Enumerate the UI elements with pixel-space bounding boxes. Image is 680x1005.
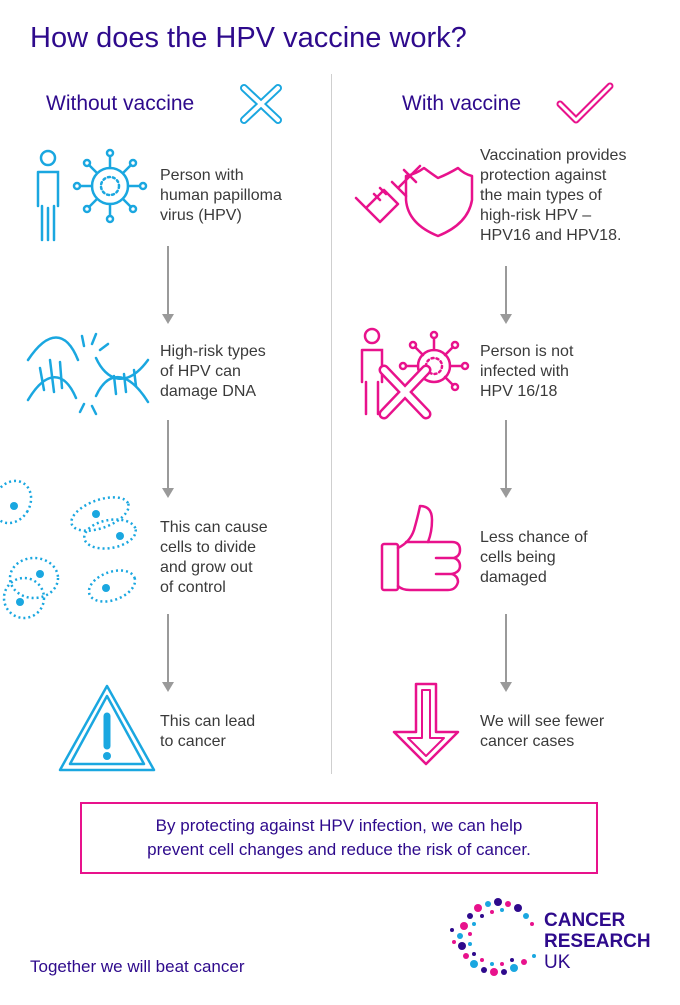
logo-wordmark: CANCER RESEARCH UK [544, 910, 651, 973]
without-step-4-text: This can lead to cancer [160, 713, 256, 750]
with-step-2-text: Person is not infected with HPV 16/18 [480, 343, 574, 400]
person-virus-icon [36, 148, 148, 242]
warning-icon [58, 684, 156, 772]
thumbs-up-icon [380, 504, 462, 592]
dividing-cells-icon [0, 479, 137, 620]
flow-arrow-icon [162, 246, 174, 324]
flow-arrow-icon [500, 266, 512, 324]
flow-arrow-icon [162, 614, 174, 692]
with-vaccine-heading: With vaccine [402, 92, 522, 115]
without-vaccine-heading: Without vaccine [46, 92, 195, 115]
flow-arrow-icon [500, 420, 512, 498]
syringe-shield-icon [354, 164, 474, 238]
cross-icon [240, 84, 282, 124]
flow-arrow-icon [500, 614, 512, 692]
with-step-3-text: Less chance of cells being damaged [480, 529, 588, 586]
with-step-1-text: Vaccination provides protection against … [480, 147, 627, 244]
down-arrow-icon [392, 682, 460, 766]
with-step-4-text: We will see fewer cancer cases [480, 713, 605, 750]
column-divider [331, 74, 332, 774]
without-step-3-text: This can cause cells to divide and grow … [160, 519, 268, 596]
summary-callout: By protecting against HPV infection, we … [80, 802, 598, 874]
dna-damage-icon [26, 332, 150, 416]
check-icon [556, 82, 614, 124]
flow-arrow-icon [162, 420, 174, 498]
without-step-1-text: Person with human papilloma virus (HPV) [160, 167, 282, 224]
page-title: How does the HPV vaccine work? [30, 22, 467, 54]
without-step-2-text: High-risk types of HPV can damage DNA [160, 343, 266, 400]
person-virus-crossed-icon [360, 327, 470, 420]
tagline: Together we will beat cancer [30, 957, 245, 976]
cancer-research-uk-logo [450, 898, 536, 976]
